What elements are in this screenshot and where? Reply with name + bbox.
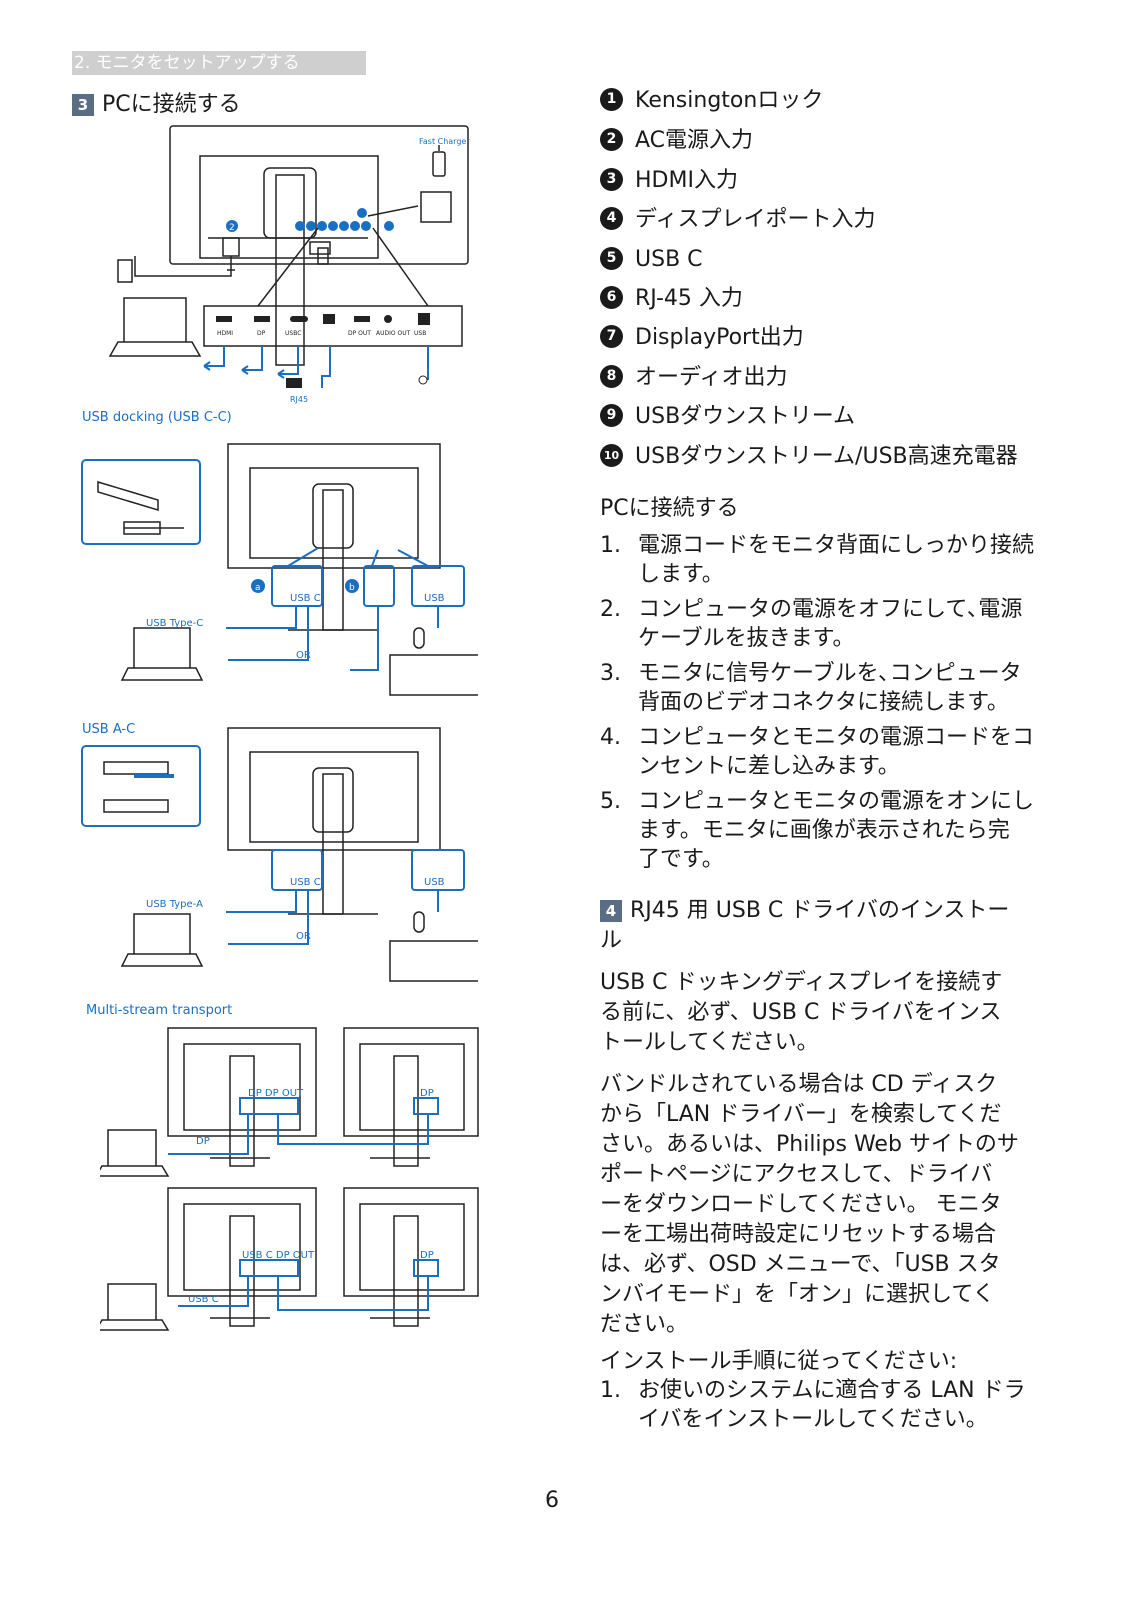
fast-charger-label: Fast Charger [419,137,470,146]
heading-number-badge: 3 [72,94,94,116]
mst-top-dp: DP [420,1088,434,1099]
port-label-dp: DP [257,330,266,337]
mst-top-ports: DP DP OUT [248,1088,304,1099]
install-intro: インストール手順に従ってください: [600,1349,958,1374]
port-label-audio-out: AUDIO OUT [376,330,411,337]
paragraph-driver-download: バンドルされている場合は CD ディスクから「LAN ドライバー」を検索してくだ… [600,1072,1019,1337]
usb-ac-or-label: OR [296,931,311,942]
usb-a-c-diagram: USB C USB USB Type-A OR [81,727,478,982]
mst-diagram: DP DP OUT DP DP USB C DP OUT DP USB C [100,1027,479,1331]
port-label-usb: USB [414,330,426,337]
section-heading: 3 PCに接続する [72,86,241,118]
docking-port-usbc: USB C [290,593,321,604]
paragraph-driver-notice: USB C ドッキングディスプレイを接続する前に、必ず、USB C ドライバをイ… [600,970,1003,1055]
section-header: 2. モニタをセットアップする [72,51,366,75]
page-number: 6 [545,1488,559,1513]
docking-laptop-label: USB Type-C [146,618,203,629]
usb-ac-port-usb: USB [424,877,445,888]
usb-ac-laptop-label: USB Type-A [146,899,203,910]
install-step: 1. お使いのシステムに適合する LAN ドライバをインストールしてください。 [600,1378,1026,1432]
mst-top-laptop: DP [196,1136,210,1147]
label-b: b [349,583,355,593]
mst-bottom-dp: DP [420,1250,434,1261]
label-a: a [255,583,261,593]
usb-ac-port-usbc: USB C [290,877,321,888]
connect-step: 1. 電源コードをモニタ背面にしっかり接続します。 [600,533,1035,587]
usb-docking-caption: USB docking (USB C-C) [82,410,232,425]
connect-step: 5. コンピュータとモニタの電源をオンにします。モニタに画像が表示されたら完了で… [600,789,1035,872]
callout-2: 2 [229,223,235,233]
mst-bottom-laptop: USB C [188,1294,219,1305]
monitor-rear-panel-diagram: 2 Fast Charger HDMI DP USBC DP OUT AUDIO… [108,125,470,404]
mst-caption: Multi-stream transport [86,1003,233,1018]
mst-bottom-ports: USB C DP OUT [242,1250,315,1261]
rj45-label: RJ45 [290,395,308,404]
heading-title: PCに接続する [102,92,241,117]
port-label-usbc: USBC [285,330,301,337]
port-label-hdmi: HDMI [217,330,233,337]
usb-a-c-caption: USB A-C [82,722,136,737]
docking-or-label: OR [296,650,311,661]
connect-step: 3. モニタに信号ケーブルを､コンピュータ背面のビデオコネクタに接続します。 [600,661,1022,715]
heading-number-badge: 4 [600,900,622,922]
connect-title: PCに接続する [600,496,739,521]
docking-port-usb: USB [424,593,445,604]
connect-step: 4. コンピュータとモニタの電源コードをコンセントに差し込みます。 [600,725,1035,779]
usb-docking-diagram: a b USB C USB USB Type-C OR [81,443,478,696]
port-label-dp-out: DP OUT [348,330,371,337]
rear-panel-callouts: 2 [226,208,394,233]
connect-step: 2. コンピュータの電源をオフにして､電源ケーブルを抜きます。 [600,597,1023,651]
